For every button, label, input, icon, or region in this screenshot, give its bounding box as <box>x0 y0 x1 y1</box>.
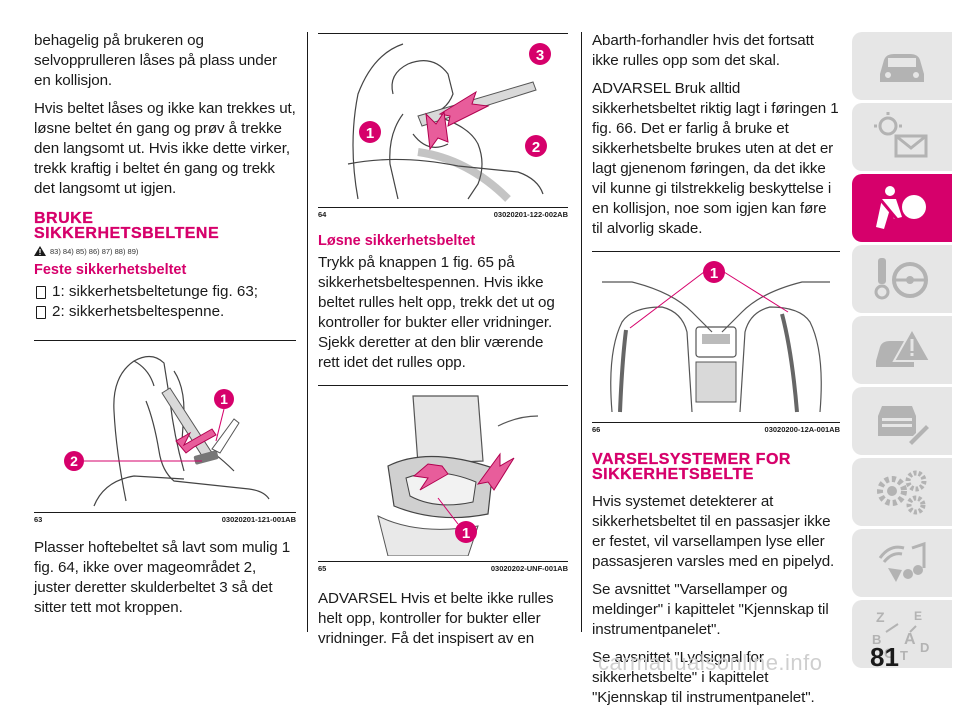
callout-number: 1 <box>366 125 374 142</box>
paragraph: Plasser hoftebeltet så lavt som mulig 1 … <box>34 539 291 616</box>
list-item: 1: sikkerhetsbeltetunge fig. 63; <box>34 282 296 302</box>
subheading: Løsne sikkerhetsbeltet <box>318 233 476 249</box>
paragraph: Trykk på knappen 1 fig. 65 på sikkerhets… <box>318 254 555 371</box>
divider <box>318 385 568 386</box>
index-letter: A <box>904 631 916 648</box>
paragraph: Hvis beltet låses og ikke kan trekkes ut… <box>34 100 296 197</box>
column-2: 3 1 2 64 03020201-122-002AB Løsne sikker… <box>318 0 568 657</box>
heading-line: VARSELSYSTEMER FOR <box>592 451 791 468</box>
tab-warnings[interactable] <box>852 103 952 171</box>
callout-number: 1 <box>710 265 718 282</box>
airbag-safety-icon <box>876 186 926 229</box>
tab-dashboard[interactable] <box>852 32 952 100</box>
callout-number: 3 <box>536 47 544 64</box>
figure-65: 1 65 03020202-UNF-001AB <box>318 385 568 573</box>
column-divider <box>581 32 582 632</box>
page-number: 81 <box>870 642 899 672</box>
divider <box>34 340 296 341</box>
warning-triangle-icon <box>34 246 46 256</box>
divider <box>318 561 568 562</box>
bullet-icon <box>36 286 46 299</box>
buckle-release-illustration: 1 <box>377 395 539 557</box>
figure-64: 3 1 2 64 03020201-122-002AB <box>318 33 568 219</box>
heading-line: BRUKE <box>34 210 94 227</box>
bullet-icon <box>36 306 46 319</box>
subheading: Feste sikkerhetsbeltet <box>34 262 187 278</box>
tab-maintenance[interactable] <box>852 387 952 455</box>
tab-multimedia[interactable] <box>852 529 952 597</box>
callout-number: 1 <box>462 525 470 542</box>
figure-caption: 66 03020200-12A-001AB <box>592 425 840 434</box>
column-divider <box>307 32 308 632</box>
heading-line: SIKKERHETSBELTE <box>592 466 754 483</box>
figure-63: 1 2 63 03020201-121-001AB <box>34 340 296 524</box>
figure-code: 03020201-122-002AB <box>493 210 568 219</box>
figure-number: 64 <box>318 210 327 219</box>
multimedia-icon <box>878 541 926 582</box>
figure-code: 03020201-121-001AB <box>221 515 296 524</box>
callout-number: 1 <box>220 391 228 407</box>
column-1: behagelig på brukeren og selvopprulleren… <box>34 0 296 626</box>
figure-number: 65 <box>318 564 327 573</box>
tab-emergency[interactable] <box>852 316 952 384</box>
index-letter: E <box>914 609 922 623</box>
car-icon <box>880 54 924 82</box>
specs-gears-icon <box>877 470 927 515</box>
index-letter: B <box>872 632 881 647</box>
tab-index[interactable]: Z E B A C T D <box>852 600 952 668</box>
tab-safety[interactable] <box>852 174 952 242</box>
list-item-text: 1: sikkerhetsbeltetunge fig. 63; <box>52 283 259 300</box>
divider <box>34 512 296 513</box>
index-icon: Z E B A C T D <box>872 609 929 662</box>
watermark: carmanualsonline.info <box>598 650 823 675</box>
tab-technical-data[interactable] <box>852 458 952 526</box>
key-steering-icon <box>874 258 928 300</box>
index-letter: D <box>920 640 929 655</box>
column-3: Abarth-forhandler hvis det fortsatt ikke… <box>592 0 840 716</box>
warning-lights-icon <box>874 112 928 158</box>
paragraph: Abarth-forhandler hvis det fortsatt ikke… <box>592 32 814 69</box>
list-item: 2: sikkerhetsbeltespenne. <box>34 302 296 322</box>
paragraph: Se avsnittet "Varsellamper og meldinger"… <box>592 581 829 638</box>
section-heading: BRUKE SIKKERHETSBELTENE <box>34 210 296 242</box>
seatbelt-position-illustration: 3 1 2 <box>347 43 551 202</box>
paragraph: ADVARSEL Hvis et belte ikke rulles helt … <box>318 590 554 647</box>
callout-number: 2 <box>532 139 540 156</box>
figure-caption: 64 03020201-122-002AB <box>318 210 568 219</box>
divider <box>592 422 840 423</box>
index-letter: Z <box>876 609 885 625</box>
paragraph: Hvis systemet detekterer at sikkerhetsbe… <box>592 493 835 570</box>
figure-caption: 65 03020202-UNF-001AB <box>318 564 568 573</box>
rear-belt-guide-illustration: 1 <box>602 261 830 413</box>
list-item-text: 2: sikkerhetsbeltespenne. <box>52 303 225 320</box>
warning-refs: 83) 84) 85) 86) 87) 88) 89) <box>34 246 296 256</box>
tab-starting-driving[interactable] <box>852 245 952 313</box>
figure-66: 1 66 03020200-12A-001AB <box>592 251 840 434</box>
chapter-sidebar: Z E B A C T D <box>852 32 960 671</box>
breakdown-icon <box>876 326 932 367</box>
divider <box>318 33 568 34</box>
figure-code: 03020200-12A-001AB <box>764 425 840 434</box>
index-letter: C <box>884 645 894 661</box>
paragraph: behagelig på brukeren og selvopprulleren… <box>34 32 277 89</box>
figure-number: 63 <box>34 515 43 524</box>
heading-line: SIKKERHETSBELTENE <box>34 225 220 242</box>
index-letter: T <box>900 648 908 662</box>
paragraph: ADVARSEL Bruk alltid sikkerhetsbeltet ri… <box>592 80 839 237</box>
divider <box>318 207 568 208</box>
section-heading: VARSELSYSTEMER FOR SIKKERHETSBELTE <box>592 451 840 483</box>
figure-number: 66 <box>592 425 601 434</box>
divider <box>592 251 840 252</box>
figure-code: 03020202-UNF-001AB <box>490 564 568 573</box>
warning-refs-text: 83) 84) 85) 86) 87) 88) 89) <box>50 246 139 256</box>
callout-number: 2 <box>70 453 78 469</box>
seatbelt-fastening-illustration: 1 2 <box>64 355 270 507</box>
figure-caption: 63 03020201-121-001AB <box>34 515 296 524</box>
maintenance-icon <box>878 406 932 446</box>
